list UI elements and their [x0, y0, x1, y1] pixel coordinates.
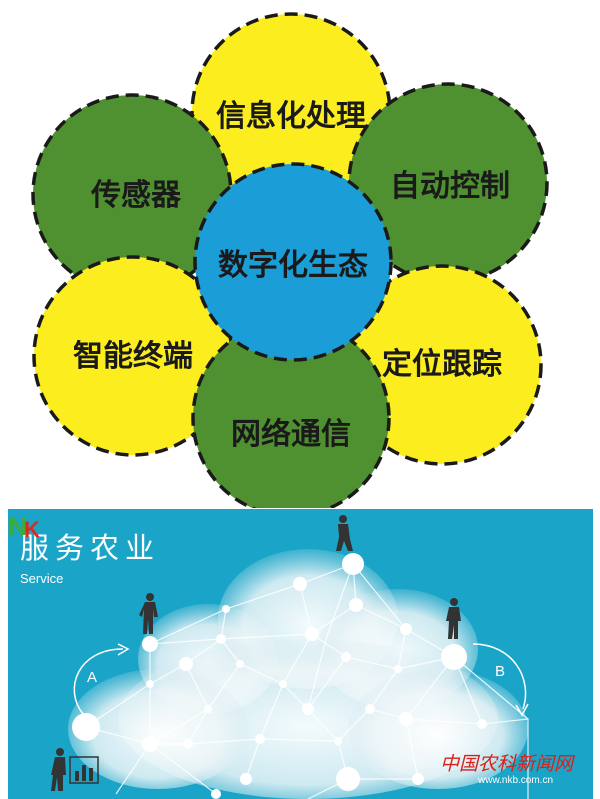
person-icon-top — [336, 515, 353, 551]
person-icon-left — [139, 593, 158, 634]
petal-label-positioning: 定位跟踪 — [382, 347, 502, 382]
watermark-url: www.nkb.com.cn — [478, 775, 554, 786]
label-b: B — [495, 663, 505, 680]
nk-logo-icon: N K — [8, 511, 40, 541]
person-icon-right — [446, 598, 461, 639]
petal-label-smart-terminal: 智能终端 — [73, 339, 193, 374]
ecosystem-flower-diagram: 信息化处理 传感器 自动控制 智能终端 定位跟踪 网络通信 数字化生态 — [31, 12, 549, 508]
center-label: 数字化生态 — [218, 248, 368, 283]
panel-subtitle: Service — [20, 571, 64, 586]
petal-label-auto-control: 自动控制 — [390, 169, 510, 204]
petal-label-network: 网络通信 — [231, 417, 351, 452]
network-cloud-illustration: A B — [51, 515, 529, 799]
network-nodes — [72, 553, 487, 799]
svg-text:K: K — [24, 517, 40, 541]
arrow-b — [472, 643, 529, 717]
svg-text:N: N — [8, 511, 27, 541]
label-a: A — [87, 669, 97, 686]
petal-label-sensor: 传感器 — [90, 178, 182, 213]
watermark-site-name: 中国农科新闻网 — [440, 753, 574, 775]
arrow-a — [73, 643, 130, 715]
service-agriculture-panel: A B 服务农业 Service N K 中国农科新闻网 www.nkb. — [8, 509, 593, 799]
petal-label-info-processing: 信息化处理 — [216, 99, 366, 134]
center-circle — [193, 162, 393, 362]
person-chart-icon — [51, 748, 99, 791]
panel-title: 服务农业 — [20, 531, 161, 565]
